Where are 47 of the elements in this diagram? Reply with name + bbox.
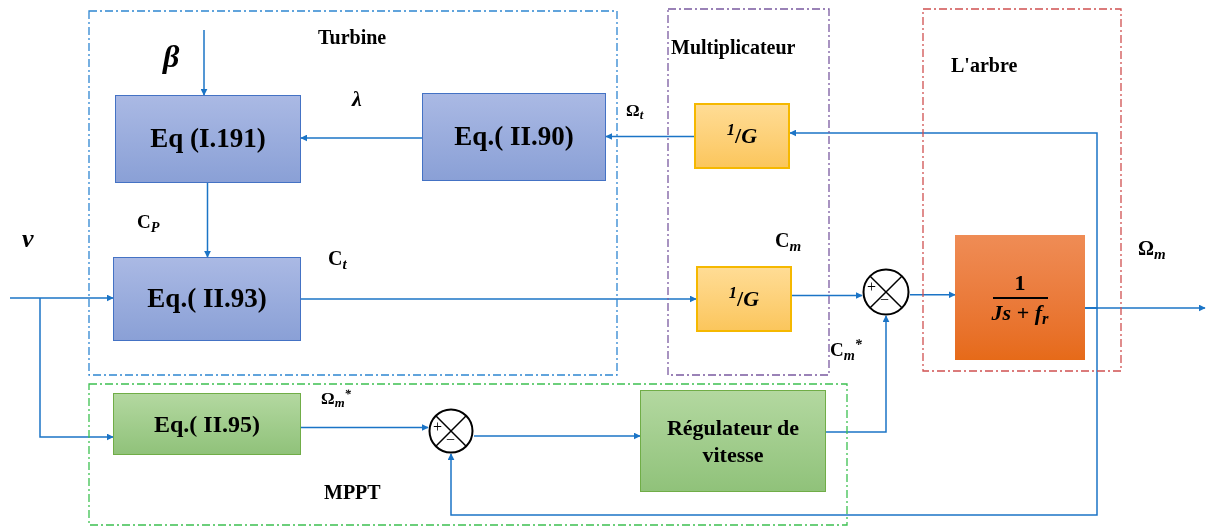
group-heading: L'arbre	[951, 53, 1018, 78]
group-heading: Turbine	[318, 25, 387, 50]
process-box	[640, 390, 826, 492]
box-label: Eq.( II.90)	[454, 120, 574, 154]
box-label: Eq.( II.95)	[154, 410, 260, 439]
process-box	[115, 95, 301, 183]
arrow	[300, 134, 423, 142]
process-box	[113, 393, 301, 455]
edge-label: v	[22, 226, 34, 252]
arrow	[789, 129, 1098, 309]
gain-box	[694, 103, 790, 169]
plus-sign: +	[433, 419, 443, 435]
minus-sign: −	[880, 292, 890, 308]
numerator: 1	[992, 269, 1048, 299]
edge-label: C$_{t}$	[328, 248, 347, 268]
arrow	[825, 315, 890, 433]
arrow	[300, 295, 697, 303]
arrow	[473, 432, 641, 440]
edge-label: C$_{P}$	[137, 212, 160, 231]
group-heading: MPPT	[324, 480, 381, 505]
edge-label: β	[163, 40, 180, 72]
group-heading: Multiplicateur	[671, 35, 796, 61]
box-label: Régulateur de vitesse	[665, 413, 801, 469]
edge-label: C$_{m}$	[775, 230, 802, 250]
box-label: Eq (I.191)	[150, 122, 266, 156]
edge-label: Ω$_{m}$	[1138, 238, 1166, 258]
plus-sign: +	[867, 279, 877, 295]
edge-label: λ	[352, 88, 362, 110]
arrow	[39, 297, 114, 441]
arrow	[9, 294, 114, 302]
arrow	[447, 307, 1098, 516]
arrow	[204, 182, 211, 258]
process-box	[113, 257, 301, 341]
arrow	[300, 424, 429, 431]
gain-box	[696, 266, 792, 332]
arrow	[909, 291, 956, 299]
box-label: Eq.( II.93)	[147, 282, 267, 316]
arrow	[791, 292, 863, 299]
box-label: $^{1}$/G	[726, 122, 758, 150]
arrow	[200, 29, 208, 96]
box-label: $^{1}$/G	[728, 285, 760, 313]
transfer-function-box	[955, 235, 1085, 360]
edge-label: Ω$_{t}$	[626, 102, 644, 119]
minus-sign: −	[446, 432, 456, 448]
arrow	[605, 133, 695, 140]
denominator: Js + f$_{r}$	[991, 298, 1049, 326]
process-box	[422, 93, 606, 181]
